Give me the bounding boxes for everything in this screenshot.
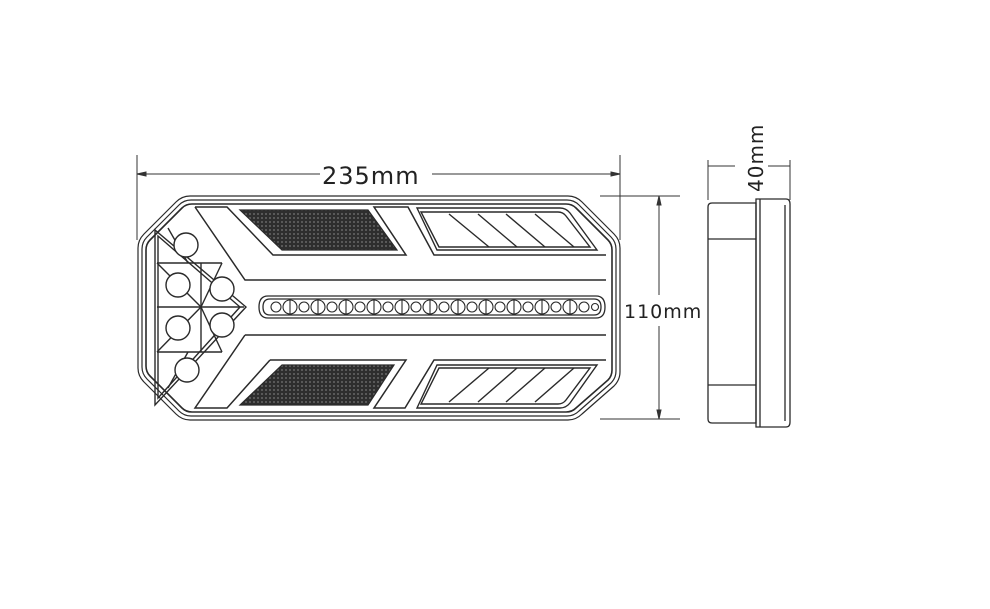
upper-dark-panel [238, 209, 399, 251]
depth-label: 40mm [744, 124, 768, 192]
height-dimension [600, 195, 680, 420]
width-dimension [136, 155, 621, 240]
left-led-cluster [154, 227, 248, 407]
led-strip-beads [270, 299, 600, 315]
height-label: 110mm [624, 301, 702, 323]
depth-dimension [707, 160, 791, 200]
lower-dark-panel [238, 364, 396, 406]
upper-striped-panel [415, 207, 599, 251]
width-label: 235mm [322, 162, 420, 190]
lower-striped-panel [415, 364, 599, 409]
upper-chevron [194, 206, 606, 281]
side-view [707, 198, 791, 428]
lower-chevron [193, 334, 606, 409]
front-view [137, 195, 621, 421]
center-led-strip [258, 295, 606, 319]
